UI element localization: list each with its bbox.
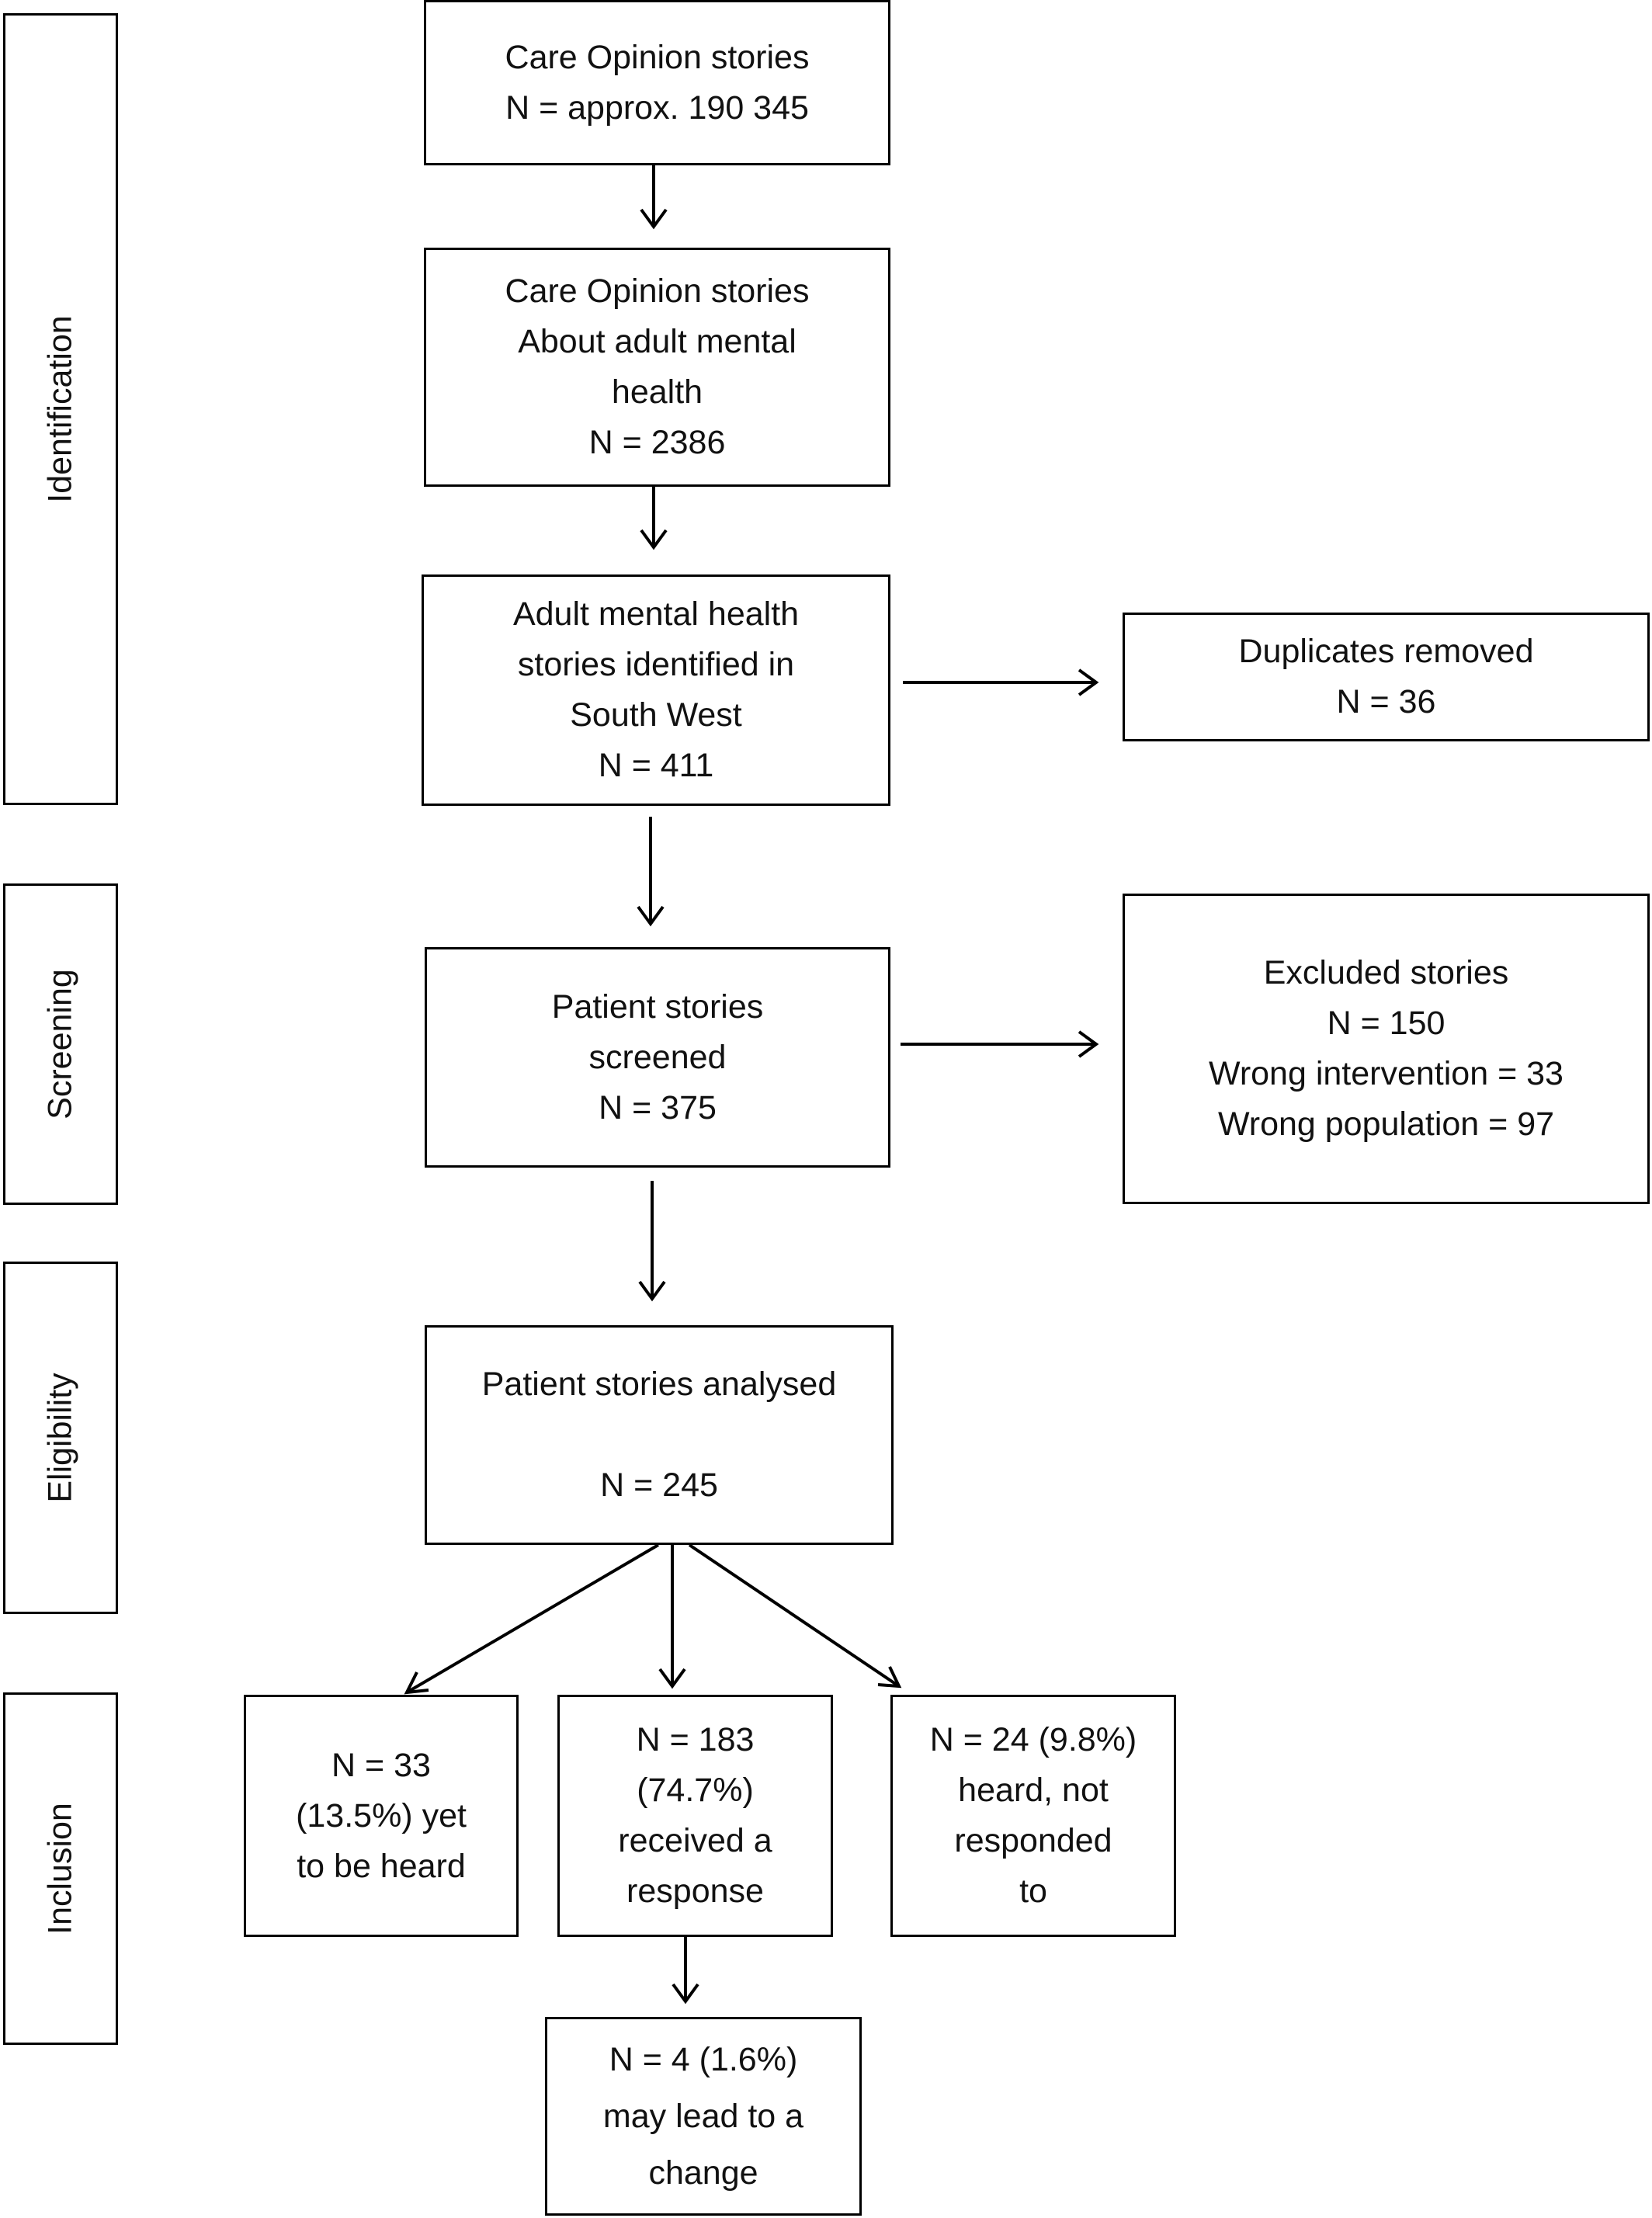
box-all-stories: Care Opinion stories N = approx. 190 345 (424, 0, 890, 165)
box-south-west: Adult mental health stories identified i… (422, 574, 890, 806)
arrowhead-response-to-change (672, 1983, 699, 2005)
arrowhead-all-to-adult (640, 208, 668, 230)
arrowhead-screened-to-excluded (1078, 1030, 1099, 1058)
box-yet-to-be-heard: N = 33 (13.5%) yet to be heard (244, 1695, 519, 1937)
arrow-analysed-to-not-responded (688, 1543, 901, 1688)
stage-eligibility: Eligibility (3, 1262, 118, 1614)
box-heard-not-responded: N = 24 (9.8%) heard, not responded to (890, 1695, 1176, 1937)
arrowhead-screened-to-analysed (638, 1280, 666, 1302)
box-excluded: Excluded stories N = 150 Wrong intervent… (1123, 894, 1650, 1204)
arrowhead-southwest-to-duplicates (1078, 668, 1099, 696)
box-may-lead-to-change: N = 4 (1.6%) may lead to a change (545, 2017, 862, 2216)
arrow-analysed-to-yet-heard (405, 1543, 660, 1694)
arrowhead-analysed-to-yet-heard (404, 1671, 429, 1695)
box-adult-mental-health: Care Opinion stories About adult mental … (424, 248, 890, 487)
box-received-response: N = 183 (74.7%) received a response (557, 1695, 833, 1937)
box-screened: Patient stories screened N = 375 (425, 947, 890, 1168)
arrowhead-adult-to-southwest (640, 529, 668, 550)
stage-screening: Screening (3, 883, 118, 1205)
arrowhead-analysed-to-response (658, 1668, 686, 1689)
box-duplicates-removed: Duplicates removed N = 36 (1123, 613, 1650, 741)
arrowhead-southwest-to-screened (637, 905, 665, 927)
stage-inclusion: Inclusion (3, 1692, 118, 2045)
box-analysed: Patient stories analysed N = 245 (425, 1325, 894, 1545)
arrowhead-analysed-to-not-responded (877, 1666, 902, 1689)
stage-identification: Identification (3, 13, 118, 805)
